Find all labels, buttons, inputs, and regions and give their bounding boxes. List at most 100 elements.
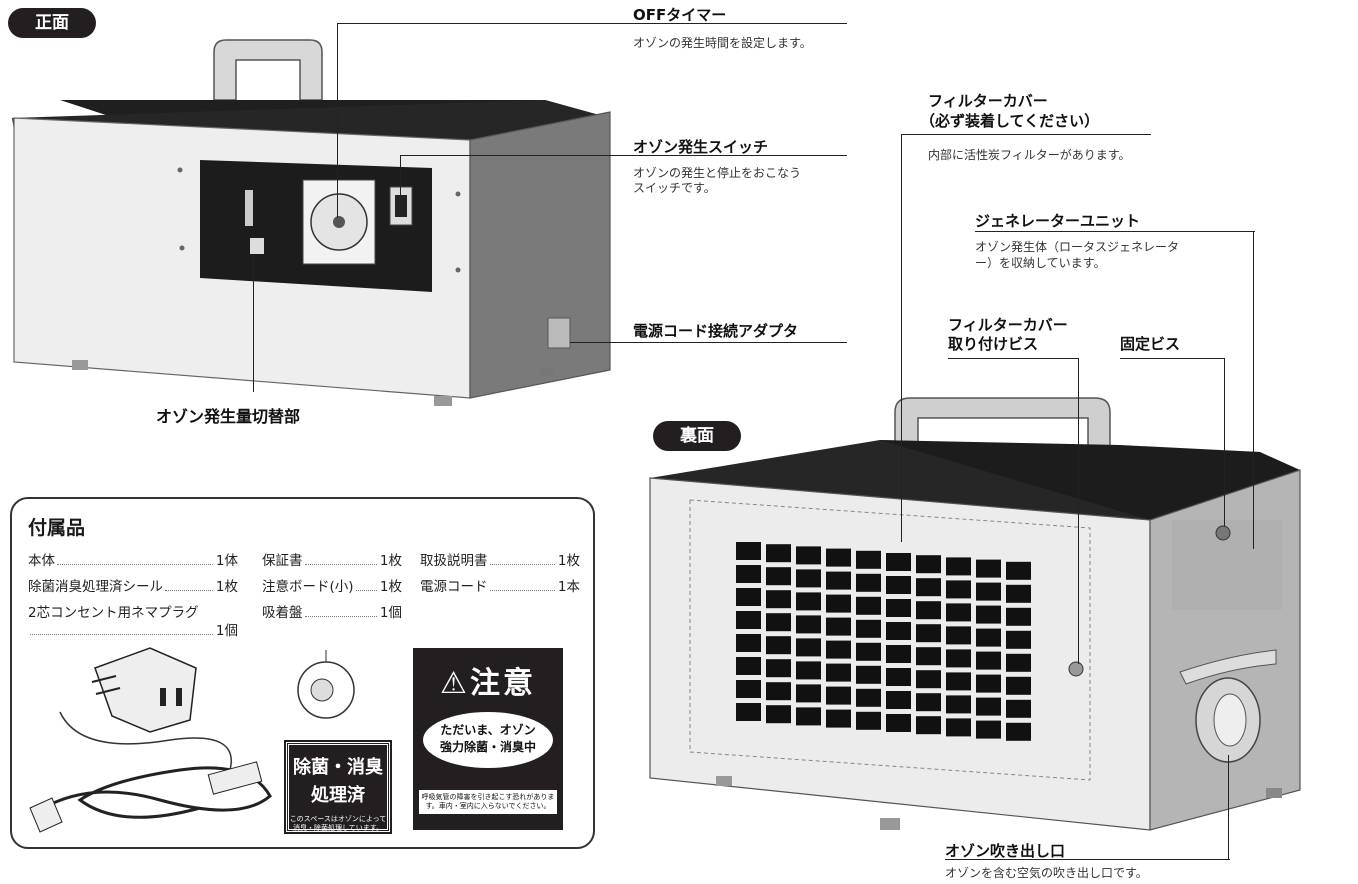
- switch-leader-v: [400, 155, 401, 200]
- grille-cell: [1006, 607, 1031, 626]
- warning-triangle-icon: ⚠: [440, 666, 470, 701]
- grille-cell: [736, 703, 761, 721]
- grille-cell: [946, 672, 971, 691]
- grille-cell: [886, 668, 911, 686]
- filter-screw-title-1: フィルターカバー: [948, 316, 1068, 334]
- grille-cell: [946, 649, 971, 668]
- grille-cell: [1006, 722, 1031, 741]
- caution-title-text: 注意: [469, 666, 536, 701]
- accessory-name: 保証書: [262, 553, 303, 569]
- caution-bubble: ただいま、オゾン 強力除菌・消臭中: [423, 712, 553, 768]
- filter-grille: [736, 542, 1031, 741]
- grille-cell: [826, 709, 851, 728]
- accessory-row: 本体 1体: [28, 549, 238, 569]
- grille-cell: [796, 661, 821, 680]
- accessory-name: 2芯コンセント用ネマプラグ: [28, 605, 199, 621]
- grille-cell: [976, 674, 1001, 693]
- fixing-screw-title: 固定ビス: [1120, 335, 1181, 353]
- grille-cell: [916, 624, 941, 643]
- accessory-row-qty: 1個: [28, 619, 238, 639]
- accessory-name: 電源コード: [420, 579, 488, 595]
- grille-cell: [856, 573, 881, 592]
- grille-cell: [766, 613, 791, 632]
- filter-cover-title-1: フィルターカバー: [928, 92, 1048, 110]
- filter-screw-leader-v: [1078, 358, 1079, 664]
- accessory-name: 吸着盤: [262, 605, 303, 621]
- off-timer-title: OFFタイマー: [633, 6, 727, 24]
- grille-cell: [796, 638, 821, 657]
- grille-cell: [766, 590, 791, 609]
- caution-bubble-line-2: 強力除菌・消臭中: [439, 740, 536, 754]
- outlet-title: オゾン吹き出し口: [945, 842, 1066, 860]
- grille-cell: [826, 571, 851, 590]
- grille-cell: [946, 718, 971, 737]
- grille-cell: [886, 645, 911, 663]
- grille-cell: [976, 697, 1001, 716]
- volume-leader-v: [253, 255, 254, 392]
- grille-cell: [1006, 630, 1031, 649]
- grille-cell: [946, 557, 971, 576]
- grille-cell: [886, 622, 911, 640]
- suction-cup-illustration: [297, 650, 355, 719]
- grille-cell: [1006, 699, 1031, 718]
- grille-cell: [946, 580, 971, 599]
- accessory-name: 本体: [28, 553, 55, 569]
- grille-cell: [946, 603, 971, 622]
- grille-cell: [886, 576, 911, 594]
- generator-desc-2: ー）を収納しています。: [975, 256, 1106, 270]
- seal-line-2: 処理済: [311, 785, 365, 806]
- front-pill: 正面: [8, 8, 96, 38]
- adapter-title: 電源コード接続アダプタ: [633, 322, 799, 340]
- grille-cell: [766, 544, 791, 563]
- outlet-desc: オゾンを含む空気の吹き出し口です。: [945, 866, 1148, 880]
- grille-cell: [916, 670, 941, 689]
- grille-cell: [736, 565, 761, 583]
- grille-cell: [796, 569, 821, 588]
- grille-cell: [1006, 653, 1031, 672]
- filter-cover-leader: [901, 134, 1151, 135]
- accessory-row-name: 2芯コンセント用ネマプラグ: [28, 601, 199, 621]
- off-timer-desc: オゾンの発生時間を設定します。: [633, 36, 812, 50]
- off-timer-leader: [337, 23, 847, 24]
- accessory-qty: 1個: [215, 623, 238, 639]
- accessory-row: 除菌消臭処理済シール 1枚: [28, 575, 238, 595]
- generator-desc-1: オゾン発生体（ロータスジェネレータ: [975, 240, 1180, 254]
- grille-cell: [796, 592, 821, 611]
- filter-cover-leader-v: [901, 134, 902, 542]
- grille-cell: [766, 636, 791, 655]
- volume-title: オゾン発生量切替部: [156, 407, 301, 426]
- grille-cell: [916, 555, 941, 574]
- grille-cell: [826, 686, 851, 705]
- fixing-screw-leader-v: [1224, 358, 1225, 526]
- accessory-qty: 1枚: [379, 579, 402, 595]
- accessory-name: 除菌消臭処理済シール: [28, 579, 163, 595]
- outlet-leader-v: [1228, 755, 1229, 859]
- switch-leader: [400, 155, 847, 156]
- grille-cell: [916, 647, 941, 666]
- grille-cell: [826, 548, 851, 567]
- filter-screw-title-2: 取り付けビス: [948, 335, 1039, 353]
- grille-cell: [976, 605, 1001, 624]
- filter-cover-title-2: （必ず装着してください）: [920, 112, 1100, 130]
- seal-line-1: 除菌・消臭: [293, 757, 383, 778]
- filter-screw-leader: [948, 358, 1078, 359]
- accessory-name: 注意ボード(小): [262, 579, 354, 595]
- grille-cell: [736, 680, 761, 698]
- fixing-screw-leader: [1120, 358, 1225, 359]
- accessory-qty: 1体: [215, 553, 238, 569]
- back-pill: 裏面: [653, 421, 741, 451]
- grille-cell: [856, 596, 881, 615]
- grille-cell: [946, 695, 971, 714]
- accessory-qty: 1枚: [215, 579, 238, 595]
- accessory-qty: 1個: [379, 605, 402, 621]
- grille-cell: [796, 615, 821, 634]
- caution-bubble-line-1: ただいま、オゾン: [440, 723, 536, 737]
- grille-cell: [766, 567, 791, 586]
- accessory-name: 取扱説明書: [420, 553, 488, 569]
- grille-cell: [916, 578, 941, 597]
- caution-title: ⚠注意: [413, 658, 563, 702]
- power-cord-illustration: [29, 647, 272, 833]
